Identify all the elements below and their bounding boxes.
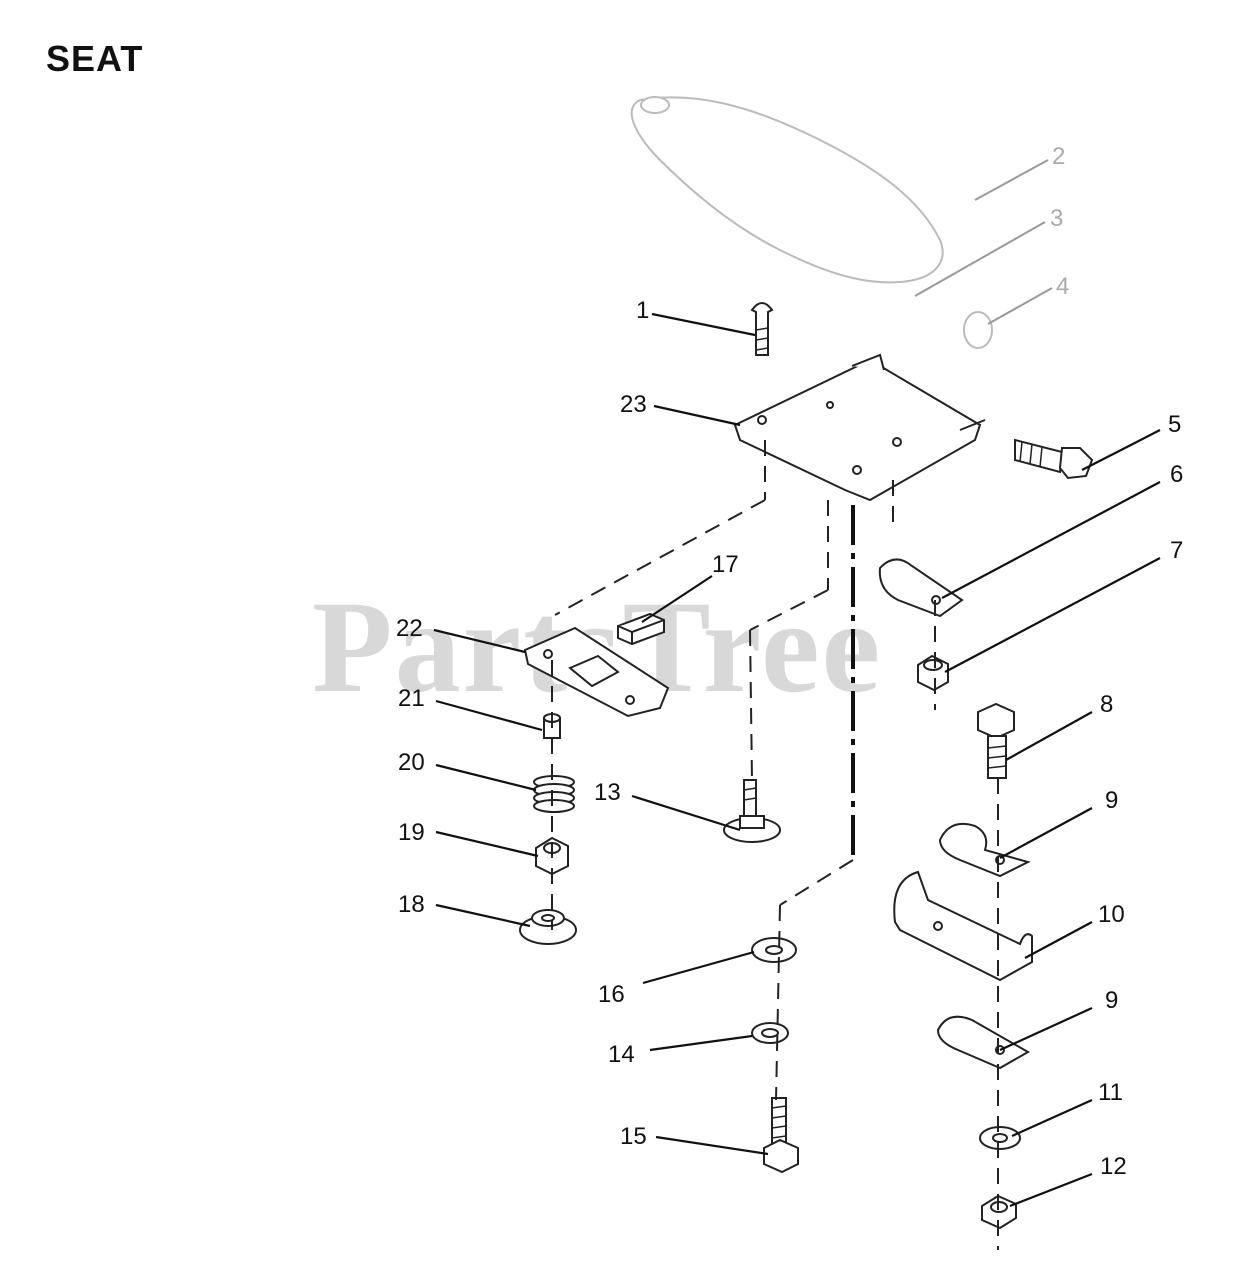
- callout-9-lower: 9: [1105, 987, 1118, 1014]
- callout-3: 3: [1050, 205, 1063, 232]
- seat-plate[interactable]: [733, 353, 986, 502]
- hex-bolt[interactable]: [977, 702, 1015, 779]
- lock-washer-14[interactable]: [751, 1022, 789, 1044]
- callout-10: 10: [1098, 901, 1125, 928]
- callout-15: 15: [620, 1123, 647, 1150]
- callout-12: 12: [1100, 1153, 1127, 1180]
- callout-8: 8: [1100, 691, 1113, 718]
- callout-16: 16: [598, 981, 625, 1008]
- callout-2: 2: [1052, 143, 1065, 170]
- callout-22: 22: [396, 615, 423, 642]
- flange-bolt[interactable]: [723, 779, 781, 843]
- flat-washer-16[interactable]: [751, 937, 797, 963]
- flat-washer-11[interactable]: [979, 1126, 1021, 1150]
- leader-lines: [433, 159, 1161, 1208]
- callout-11: 11: [1098, 1079, 1123, 1106]
- callout-1: 1: [636, 297, 649, 324]
- callout-23: 23: [620, 391, 647, 418]
- spring-20[interactable]: [533, 775, 575, 813]
- callout-14: 14: [608, 1041, 635, 1068]
- seat-cushion: [630, 96, 944, 284]
- callout-4: 4: [1056, 273, 1069, 300]
- callout-9-upper: 9: [1105, 787, 1118, 814]
- seat-knob: [963, 311, 993, 349]
- callout-5: 5: [1168, 411, 1181, 438]
- hex-nut-12[interactable]: [981, 1194, 1017, 1230]
- callout-17: 17: [712, 551, 739, 578]
- callout-19: 19: [398, 819, 425, 846]
- callout-13: 13: [594, 779, 621, 806]
- shoulder-bolt[interactable]: [1014, 438, 1094, 480]
- part-callouts: 1 2 3 4 23 5 6 7 8 9 10 9 11 12 13 16 14…: [396, 143, 1183, 1180]
- carriage-bolt[interactable]: [750, 302, 774, 356]
- flange-nut-18[interactable]: [519, 909, 577, 945]
- locknut-upper[interactable]: [917, 654, 949, 692]
- mounting-bracket[interactable]: [893, 870, 1033, 982]
- callout-6: 6: [1170, 461, 1183, 488]
- page-title: SEAT: [46, 38, 144, 79]
- latch-plate[interactable]: [523, 626, 670, 718]
- callout-20: 20: [398, 749, 425, 776]
- key-17[interactable]: [617, 612, 665, 646]
- callout-18: 18: [398, 891, 425, 918]
- callout-21: 21: [398, 685, 425, 712]
- callout-7: 7: [1170, 537, 1183, 564]
- hex-bolt-15[interactable]: [763, 1097, 799, 1174]
- assembly-axes: [551, 440, 999, 1250]
- seat-clip-upper[interactable]: [878, 558, 964, 618]
